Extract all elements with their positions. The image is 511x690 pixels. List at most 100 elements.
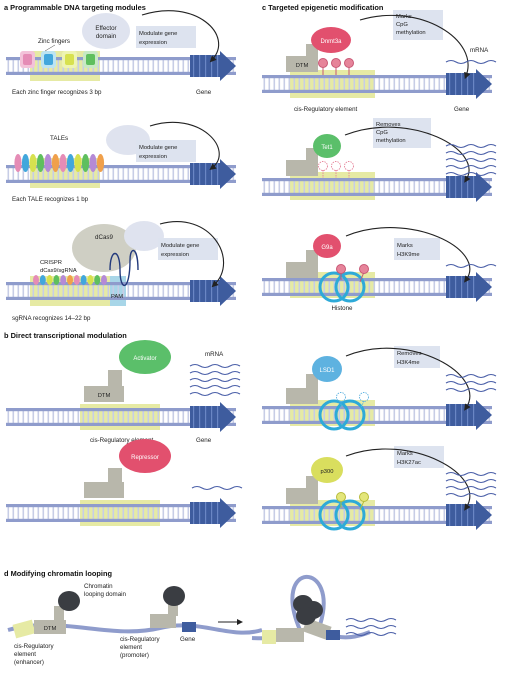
tale-repeat [59,154,67,172]
zinc-fingers-label: Zinc fingers [38,38,70,45]
tale-repeat [74,154,82,172]
crispr-panel: dCas9 Modulate gene expression CRISPR dC… [6,221,236,322]
enh-line-3: (enhancer) [14,659,44,666]
cpg-methyl-marks [318,58,354,75]
sgrna-base [101,275,107,285]
lsd1-protein [312,356,342,382]
dcas9-label: dCas9 [95,234,113,241]
callout-box [394,446,444,468]
dtm-label: DTM [98,393,111,399]
removed-methyl-marks [318,161,354,178]
dnmt3a-panel: DTM Dnmt3a Marks CpG methylation mRNA ci… [262,10,497,113]
gene-arrow [446,69,492,99]
section-b-title: b Direct transcriptional modulation [4,331,127,340]
sgrna-base [33,275,39,285]
looping-domain [163,586,185,606]
gene-arrow [190,51,236,81]
sgrna-caption: sgRNA recognizes 14–22 bp [12,315,91,322]
section-c-title: c Targeted epigenetic modification [262,3,384,12]
dtm-box [34,620,66,634]
sgrna-base [80,275,87,285]
nucleosome [318,271,366,303]
tale-panel: TALEs Modulate gene expression Each TALE… [6,121,236,203]
mrna-wave [345,617,397,623]
repressor-panel: Repressor [6,439,243,528]
looping-before: DTM Chromatin looping domain cis-Regulat… [7,583,263,666]
callout-box [394,346,440,368]
effector-domain [124,221,164,251]
callout-line-2: CpG [396,22,408,28]
zinc-finger-panel: Zinc fingers Effector domain Modulate ge… [6,10,236,96]
h3k9me-marks [336,264,369,283]
g9a-protein [313,234,341,258]
effect-arrow [344,126,471,183]
looping-after [251,574,397,644]
mrna-wave [445,59,497,65]
callout-line-1: Modulate gene [139,145,177,151]
domain-line-1: Chromatin [84,583,113,590]
callout-line-1: Removes [397,351,422,357]
zinc-finger-caption: Each zinc finger recognizes 3 bp [12,89,102,96]
tale-repeat [66,154,75,172]
pam-label: PAM [111,294,123,300]
prom-line-1: cis-Regulatory [120,636,160,643]
tale-repeat [21,154,30,172]
callout-line-1: Modulate gene [139,31,177,37]
h3k27ac-marks [336,492,369,511]
lsd1-label: LSD1 [319,368,335,374]
activator-label: Activator [133,356,156,362]
mrna-label: mRNA [205,351,224,358]
gene-block [326,630,340,640]
tale-array [14,154,105,172]
tale-repeat [89,154,97,172]
section-d-title: d Modifying chromatin looping [4,569,112,578]
effect-arrow [345,448,471,511]
dtm-box [84,482,124,498]
dtm-box [84,386,124,402]
domain-line-2: looping domain [84,591,127,598]
gene-label: Gene [180,636,196,643]
sgrna-loop [109,249,139,286]
repressor-protein [119,439,171,473]
effector-line-1: Effector [95,25,116,32]
lsd1-panel: LSD1 Removes H3K4me [262,346,497,431]
mrna-wave [445,373,497,379]
tet1-protein [313,134,341,158]
dtm-box-promoter [150,614,176,628]
gene-block [182,622,196,632]
tale-repeat [36,154,45,172]
mrna-wave [445,263,497,269]
effect-arrow [359,14,471,80]
tale-repeat [29,154,37,172]
dtm-label: DTM [44,626,57,632]
tale-repeat [96,154,105,172]
gene-arrow [190,276,236,306]
g9a-label: G9a [321,245,333,251]
tales-label: TALEs [50,135,68,142]
effector-line-2: domain [96,33,117,40]
callout-line-2: H3K4me [397,360,420,366]
callout-box [158,238,218,260]
dtm-box [286,388,318,404]
effect-arrow [141,10,220,63]
sgrna-base [46,275,53,285]
zinc-finger-array [20,51,98,68]
callout-line-2: expression [161,252,189,258]
activator-protein [119,340,171,374]
dtm-label: DTM [296,63,309,69]
p300-protein [311,457,343,483]
nucleosome [318,499,366,531]
gene-arrow [190,159,236,189]
g9a-panel: G9a Marks H3K9me Histone [262,227,497,312]
gene-label: Gene [454,106,470,113]
gene-label: Gene [196,437,212,444]
tale-repeat [51,154,60,172]
callout-line-1: Removes [376,122,401,128]
effector-domain [82,13,130,49]
tale-caption: Each TALE recognizes 1 bp [12,196,89,203]
section-a-title: a Programmable DNA targeting modules [4,3,146,12]
gene-arrow [190,498,236,528]
prom-line-3: (promoter) [120,652,149,659]
nucleosome [318,399,366,431]
cis-label: cis-Regulatory element [90,437,154,444]
